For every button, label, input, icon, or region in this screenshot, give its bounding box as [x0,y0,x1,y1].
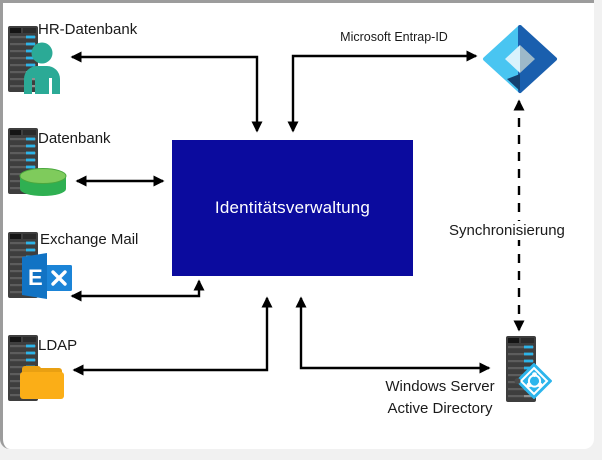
person-icon [24,42,60,94]
arrow-box-windows [295,296,491,374]
arrow-ldap-box [72,296,273,376]
datenbank-label: Datenbank [38,130,111,147]
arrow-box-entra [287,50,478,133]
windows-server-ad-label: Windows Server Active Directory [378,376,502,420]
synchronisierung-label: Synchronisierung [446,221,568,240]
exchange-letter: E [28,265,43,290]
windows-server-label-line1: Windows Server [385,378,495,395]
arrow-hr-box [70,51,263,133]
arrows [70,50,525,376]
windows-server-label-line2: Active Directory [387,400,493,417]
identity-management-box: Identitätsverwaltung [172,140,413,276]
entra-id-logo-icon [483,25,557,93]
database-disk-icon [19,168,67,196]
active-directory-badge-icon [514,363,552,399]
ldap-label: LDAP [38,337,78,354]
hr-datenbank-label: HR-Datenbank [38,21,138,38]
folder-icon [20,366,64,399]
identity-management-label: Identitätsverwaltung [214,198,371,217]
microsoft-entra-label: Microsoft Entrap-ID [340,30,448,44]
exchange-logo-icon: E [22,253,74,299]
arrow-exchange-box [70,279,205,302]
exchange-mail-label: Exchange Mail [40,231,139,248]
